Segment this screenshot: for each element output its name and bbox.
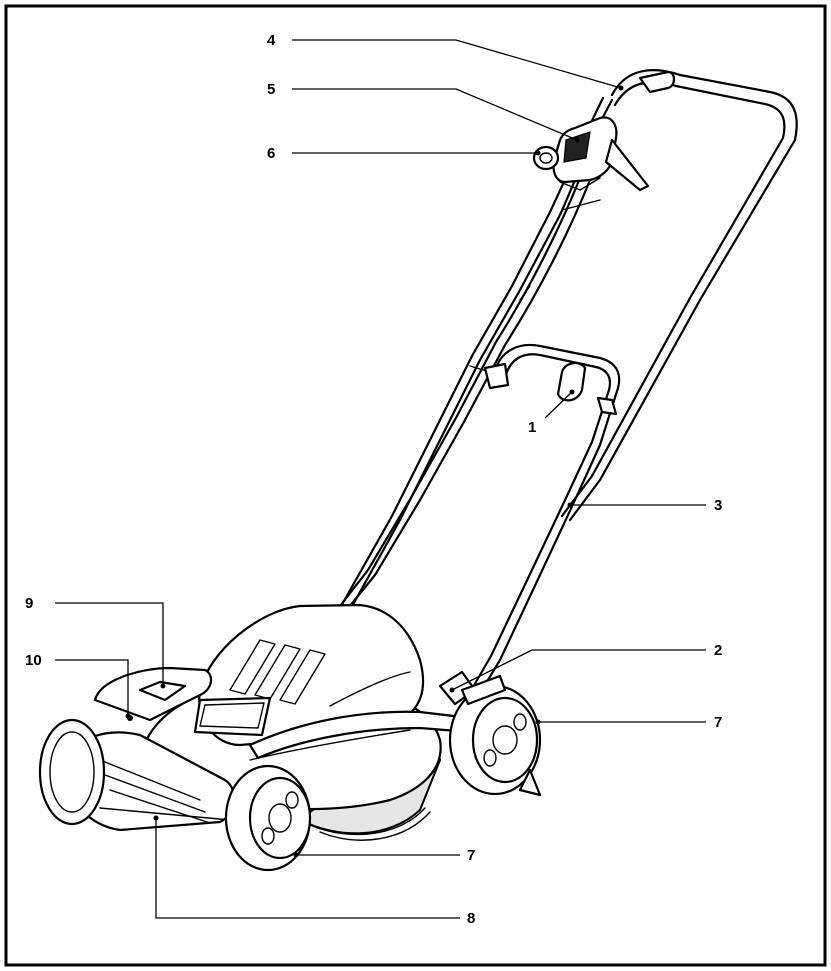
callout-2: 2 <box>714 642 722 659</box>
callout-1: 1 <box>528 419 536 436</box>
leader-5 <box>292 89 577 140</box>
callout-9: 9 <box>25 595 33 612</box>
handle-right-tube <box>462 442 600 710</box>
callout-7-right: 7 <box>714 714 722 731</box>
callout-5: 5 <box>267 81 275 98</box>
callout-10: 10 <box>25 652 42 669</box>
callout-8: 8 <box>467 910 475 927</box>
lower-handle <box>485 345 619 445</box>
rear-right-wheel <box>450 686 540 795</box>
callout-4: 4 <box>267 32 276 49</box>
callout-6: 6 <box>267 145 275 162</box>
rear-left-wheel <box>40 720 104 824</box>
callout-7-bottom: 7 <box>467 847 475 864</box>
switch-box <box>553 117 648 190</box>
callout-3: 3 <box>714 497 722 514</box>
cable-clip <box>534 147 558 169</box>
leader-4 <box>292 40 621 88</box>
